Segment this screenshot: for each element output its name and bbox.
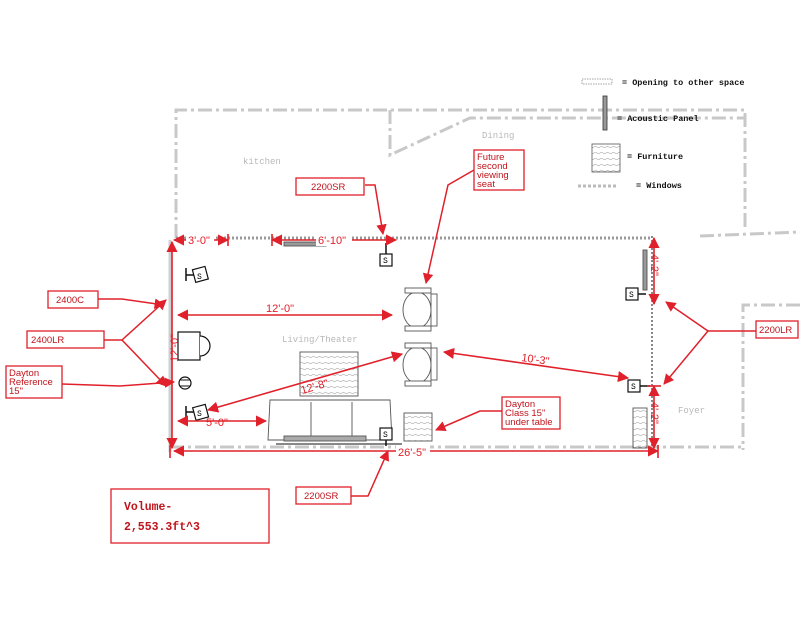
callout-boxes: 2200SR Future second viewing seat 2400C …: [5, 149, 799, 505]
dayton-class-line-3: under table: [505, 417, 553, 428]
callout-2200sr-bottom-text: 2200SR: [304, 491, 338, 502]
callout-2400c-text: 2400C: [56, 295, 84, 306]
arrow-2200sr-top: [365, 184, 387, 236]
dayton-class-line-1: Dayton: [505, 399, 535, 410]
main-seat: [402, 342, 438, 387]
volume-box: Volume- 2,553.3ft^3: [110, 488, 270, 544]
dim-label-6-10: 6'-10": [318, 235, 346, 247]
dim-label-3-0: 3'-0": [188, 235, 210, 247]
side-table: [403, 412, 433, 442]
arrow-2400lr-to-front: [121, 299, 167, 341]
center-speaker: [177, 331, 211, 361]
speaker-bottom-2200sr: S: [379, 427, 393, 446]
volume-value: 2,553.3ft^3: [124, 521, 200, 534]
callout-2400lr-text: 2400LR: [31, 335, 64, 346]
speaker-label: S: [383, 257, 388, 266]
callout-dayton-class: Dayton Class 15" under table: [501, 396, 561, 430]
speaker-label: S: [631, 383, 636, 392]
dayton-class-line-2: Class 15": [505, 408, 545, 419]
callout-future-seat: Future second viewing seat: [473, 149, 525, 191]
sofa: [267, 399, 393, 441]
dimension-labels: 3'-0" 6'-10" 12'-0" 12'-0" 12'-8" 10'-3"…: [169, 232, 660, 459]
speaker-label: S: [197, 273, 202, 282]
callout-arrows: [61, 169, 756, 497]
speaker-label: S: [383, 431, 388, 440]
callout-2200lr-right: 2200LR: [755, 320, 799, 339]
arrow-dayton-ref: [61, 377, 176, 388]
callout-2400lr: 2400LR: [26, 330, 105, 349]
arrow-2400c: [97, 298, 166, 309]
speaker-right-upper: S: [625, 287, 646, 301]
room-label-kitchen: kitchen: [243, 157, 281, 167]
foyer-wall: [741, 303, 800, 450]
callout-2200sr-top-text: 2200SR: [311, 182, 345, 193]
dim-label-5-0: 5'-0": [206, 417, 228, 429]
arrow-dayton-class: [435, 410, 502, 432]
arrow-2200lr-upper: [665, 301, 709, 332]
volume-label: Volume-: [124, 501, 172, 514]
future-seat-line-1: Future: [477, 152, 504, 163]
callout-2200sr-bottom: 2200SR: [295, 486, 352, 505]
callout-dayton-reference: Dayton Reference 15": [5, 365, 63, 399]
speaker-front-left: S: [185, 265, 210, 284]
speaker-top-2200sr: S: [379, 243, 393, 267]
dining-wall: [388, 110, 745, 158]
room-label-living: Living/Theater: [282, 335, 358, 345]
outer-right-wall: [699, 230, 800, 238]
callout-2400c: 2400C: [47, 290, 99, 309]
arrow-future-seat: [422, 169, 475, 285]
legend-panel-swatch: [602, 95, 608, 131]
dim-label-26-5: 26'-5": [398, 447, 426, 459]
dim-label-4-2-bottom: 4'-2": [648, 402, 660, 424]
legend-opening-label: = Opening to other space: [622, 78, 744, 88]
speaker-label: S: [197, 410, 202, 419]
room-label-dining: Dining: [482, 131, 514, 141]
callout-2200lr-text: 2200LR: [759, 325, 792, 336]
dim-label-12-0-horizontal: 12'-0": [266, 303, 294, 315]
speakers: S S S S S: [177, 243, 650, 446]
furniture: [267, 241, 648, 449]
future-seat-line-3: viewing: [477, 170, 509, 181]
arrow-2200lr-lower: [663, 330, 709, 385]
dim-label-4-2-top: 4'-2": [648, 254, 660, 276]
legend-opening-swatch: [581, 78, 613, 85]
speaker-label: S: [629, 291, 634, 300]
acoustic-panel-right: [642, 249, 648, 291]
dayton-ref-line-1: Dayton: [9, 368, 39, 379]
speaker-right-lower: S: [627, 379, 650, 393]
legend: = Opening to other space = Acoustic Pane…: [578, 78, 744, 191]
dim-label-12-0-vertical: 12'-0": [169, 334, 181, 362]
dayton-ref-line-3: 15": [9, 386, 23, 397]
sofa-cushion: [283, 435, 367, 442]
dim-line-10-3: [442, 347, 630, 383]
callout-2200sr-top: 2200SR: [295, 177, 365, 196]
dayton-ref-line-2: Reference: [9, 377, 53, 388]
dim-line-12-8: [206, 351, 404, 413]
future-seat: [402, 287, 438, 332]
arrow-2400lr-to-rear: [121, 339, 167, 387]
future-seat-line-4: seat: [477, 179, 495, 190]
bookshelf: [632, 407, 648, 449]
sub-dayton-reference: [178, 376, 192, 390]
legend-windows-label: = Windows: [636, 181, 682, 191]
room-label-foyer: Foyer: [678, 406, 705, 416]
kitchen-wall: [174, 108, 747, 238]
legend-furniture-label: = Furniture: [627, 152, 683, 162]
future-seat-line-2: second: [477, 161, 508, 172]
legend-furniture-swatch: [591, 143, 621, 173]
dim-label-10-3: 10'-3": [521, 352, 551, 368]
legend-panel-label: = Acoustic Panel: [617, 114, 699, 124]
arrow-2200sr-bottom: [351, 450, 389, 497]
